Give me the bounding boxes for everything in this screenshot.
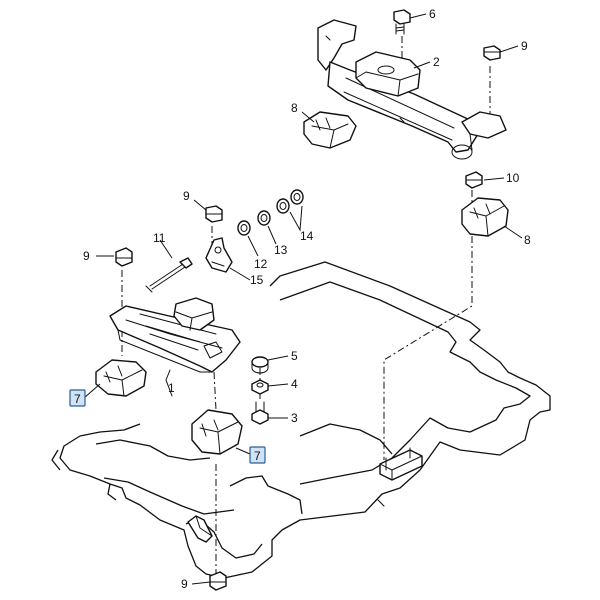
mount-part-8-left: [303, 111, 357, 149]
label-part-5: 5: [291, 349, 298, 363]
washer-part-13: [257, 210, 271, 226]
washer-part-12: [237, 220, 251, 236]
label-part-11: 11: [153, 231, 166, 245]
label-part-2: 2: [433, 55, 440, 69]
label-part-14: 14: [300, 229, 314, 243]
nut-part-9-left: [115, 247, 133, 267]
nut-part-9-center: [205, 205, 223, 223]
washer-part-10: [465, 171, 483, 189]
leader-lines: [83, 13, 523, 585]
label-part-4: 4: [291, 377, 298, 391]
label-part-7-left: 7: [74, 392, 81, 406]
mount-part-7-center: [191, 409, 243, 455]
label-part-7-center: 7: [254, 449, 261, 463]
label-part-9-left: 9: [83, 249, 90, 263]
label-part-15: 15: [250, 273, 264, 287]
label-part-9-top: 9: [521, 39, 528, 53]
callout-numbers: 6 2 9 8 10 8 9 9 11 12 13 14 15 1 5 4 3 …: [83, 7, 531, 591]
label-part-9-center: 9: [183, 189, 190, 203]
chassis-frame: [51, 261, 551, 579]
highlighted-callout-7-left: 7: [69, 389, 86, 407]
label-part-3: 3: [291, 411, 298, 425]
crossmember-part-2: [317, 19, 507, 160]
rod-part-11: [145, 257, 193, 293]
label-part-9-bottom: 9: [181, 577, 188, 591]
bolt-part-6: [393, 9, 411, 35]
label-part-6: 6: [429, 7, 436, 21]
bolt-part-3: [251, 401, 269, 425]
label-part-8-right: 8: [524, 233, 531, 247]
highlighted-callout-7-center: 7: [249, 446, 266, 464]
nut-part-9-bottom: [209, 571, 227, 591]
label-part-8-left: 8: [291, 101, 298, 115]
washer-part-5: [251, 356, 269, 374]
label-part-12: 12: [254, 257, 268, 271]
nut-part-4: [251, 379, 269, 395]
nut-part-9-top: [483, 45, 501, 61]
mount-part-8-right: [461, 197, 509, 237]
label-part-1: 1: [168, 381, 175, 395]
label-part-10: 10: [506, 171, 520, 185]
label-part-13: 13: [274, 243, 288, 257]
spacers-part-14: [276, 189, 304, 214]
transmission-plate-part-1: [109, 297, 241, 397]
assembly-center-lines: [121, 36, 491, 575]
bracket-part-15: [205, 237, 233, 273]
mount-part-7-left: [95, 359, 147, 397]
